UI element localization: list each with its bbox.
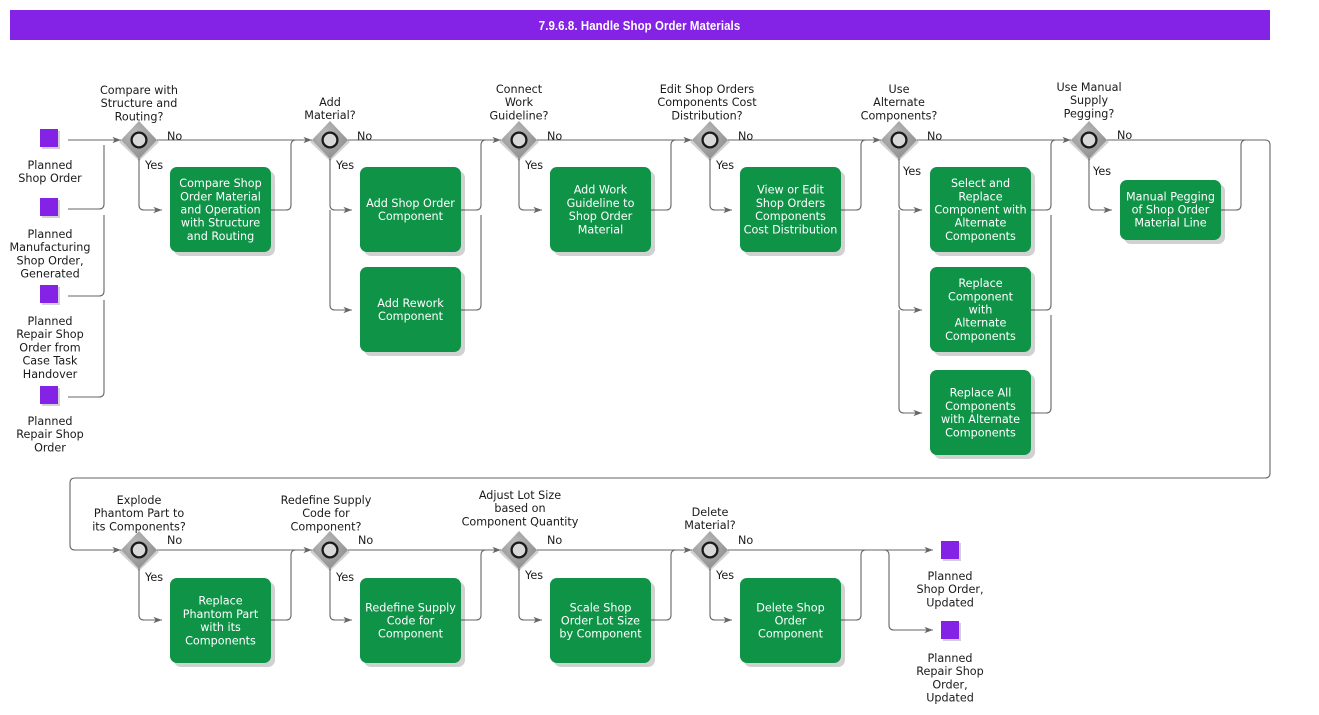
edge-label-yes: Yes: [144, 571, 163, 584]
edge-label-yes: Yes: [715, 569, 734, 582]
edge-label-no: No: [547, 130, 562, 143]
row1-connectors: [68, 136, 1271, 554]
edge-label-no: No: [927, 130, 942, 143]
edge-label-yes: Yes: [335, 571, 354, 584]
edge-label-yes: Yes: [144, 159, 163, 172]
edge-label-yes: Yes: [335, 159, 354, 172]
edge-label-yes: Yes: [524, 569, 543, 582]
edge-label-no: No: [738, 130, 753, 143]
edge-label-no: No: [738, 534, 753, 547]
edge-label-yes: Yes: [902, 165, 921, 178]
edge-label-no: No: [358, 534, 373, 547]
edge-label-yes: Yes: [715, 159, 734, 172]
edge-label-no: No: [167, 130, 182, 143]
edge-label-no: No: [167, 534, 182, 547]
edge-label-no: No: [357, 130, 372, 143]
page-title: 7.9.6.8. Handle Shop Order Materials: [539, 17, 741, 33]
edge-label-yes: Yes: [1092, 165, 1111, 178]
edge-label-yes: Yes: [524, 159, 543, 172]
edge-label-no: No: [1117, 129, 1132, 142]
row2-connectors: [138, 546, 933, 634]
title-bar: 7.9.6.8. Handle Shop Order Materials: [10, 10, 1270, 40]
edge-label-no: No: [547, 534, 562, 547]
